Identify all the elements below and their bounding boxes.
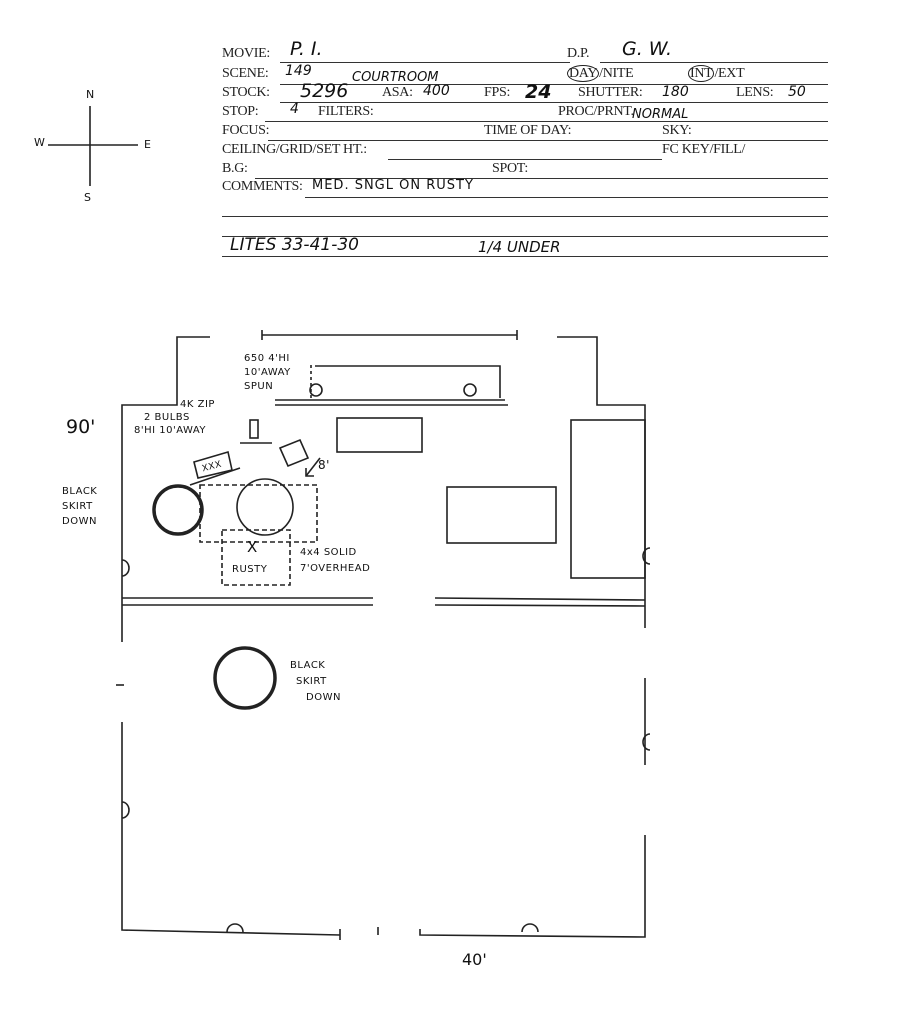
black-skirt-light-1 — [152, 484, 204, 536]
compass-w: W — [34, 136, 46, 149]
rusty-mark-x: X — [247, 538, 258, 556]
black-skirt-note-2: BLACK SKIRT DOWN — [290, 658, 341, 706]
fresnel-light — [278, 438, 310, 468]
note-line: SKIRT — [296, 676, 327, 687]
solid-note: 4x4 SOLID 7'OVERHEAD — [300, 545, 370, 577]
note-line: 4x4 SOLID — [300, 547, 357, 558]
light-650-note: 650 4'HI 10'AWAY SPUN — [244, 352, 291, 394]
time-of-day-label: TIME OF DAY: — [484, 123, 572, 138]
shutter-value: 180 — [662, 84, 689, 100]
note-line: 2 BULBS — [144, 412, 190, 423]
note-line: BLACK — [62, 486, 98, 497]
compass-lines — [48, 106, 138, 186]
rusty-label: RUSTY — [232, 564, 268, 575]
note-line: 7'OVERHEAD — [300, 563, 371, 574]
note-line: 650 4'HI — [244, 353, 290, 364]
dimension-40: 40' — [462, 950, 487, 969]
movie-value: P. I. — [290, 38, 323, 60]
location-value: COURTROOM — [352, 70, 439, 85]
compass-s: S — [84, 191, 92, 204]
wall-outlets — [121, 547, 651, 933]
compass-e: E — [144, 138, 152, 151]
dp-value: G. W. — [622, 38, 673, 60]
asa-label: ASA: — [382, 85, 413, 100]
scene-label: SCENE: — [222, 66, 269, 81]
proc-label: PROC/PRNT. — [558, 104, 634, 119]
asa-value: 400 — [423, 83, 450, 99]
stock-value: 5296 — [300, 80, 349, 102]
note-line: DOWN — [306, 692, 341, 703]
sky-label: SKY: — [662, 123, 692, 138]
compass-n: N — [86, 88, 95, 101]
light-4k-note: 4K ZIP 2 BULBS 8'HI 10'AWAY — [134, 398, 215, 437]
stand-icon — [249, 419, 259, 439]
fps-value: 24 — [525, 81, 552, 103]
int-circled: INT — [688, 65, 715, 82]
lens-value: 50 — [788, 84, 806, 100]
note-line: 4K ZIP — [180, 399, 215, 410]
day-circled: DAY — [567, 65, 600, 82]
focus-label: FOCUS: — [222, 123, 270, 138]
stop-value: 4 — [290, 101, 299, 117]
shutter-label: SHUTTER: — [578, 85, 643, 100]
ceiling-label: CEILING/GRID/SET HT.: — [222, 142, 367, 157]
note-line: 8'HI 10'AWAY — [134, 425, 207, 436]
lamp-circle — [236, 478, 294, 536]
lights-and-flags — [152, 419, 321, 710]
scene-value: 149 — [285, 63, 312, 79]
lites-value: LITES 33-41-30 — [230, 235, 359, 255]
stop-label: STOP: — [222, 104, 259, 119]
stock-label: STOCK: — [222, 85, 270, 100]
movie-label: MOVIE: — [222, 46, 270, 61]
dimension-90: 90' — [66, 416, 96, 438]
dp-label: D.P. — [567, 46, 590, 61]
black-skirt-light-2 — [213, 646, 277, 710]
bg-label: B.G: — [222, 161, 248, 176]
spot-label: SPOT: — [492, 161, 528, 176]
black-skirt-note-1: BLACK SKIRT DOWN — [62, 484, 97, 529]
note-line: DOWN — [62, 516, 97, 527]
note-line: SKIRT — [62, 501, 93, 512]
fps-label: FPS: — [484, 85, 511, 100]
under-value: 1/4 UNDER — [478, 238, 561, 256]
furniture — [122, 365, 646, 607]
distance-8: 8' — [318, 458, 330, 472]
nite-label: /NITE — [599, 66, 634, 81]
note-line: SPUN — [244, 381, 274, 392]
note-line: 10'AWAY — [244, 367, 291, 378]
comments-value: MED. SNGL ON RUSTY — [312, 178, 474, 193]
proc-value: NORMAL — [632, 107, 689, 122]
comments-label: COMMENTS: — [222, 179, 303, 194]
lens-label: LENS: — [736, 85, 774, 100]
fc-label: FC KEY/FILL/ — [662, 142, 746, 157]
note-line: BLACK — [290, 660, 326, 671]
filters-label: FILTERS: — [318, 104, 374, 119]
ext-label: /EXT — [714, 66, 745, 81]
